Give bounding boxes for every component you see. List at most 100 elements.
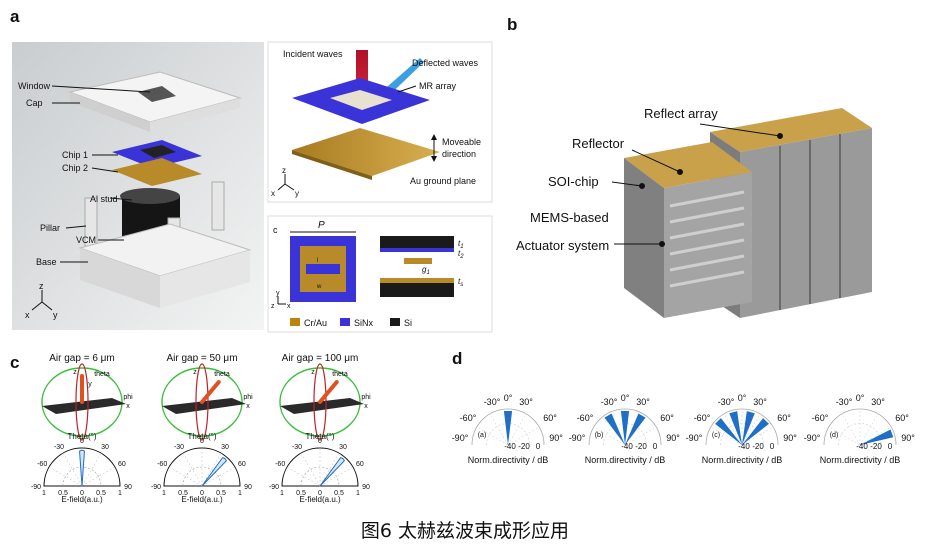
label-mr-array: MR array	[419, 81, 457, 91]
axis-z-c3: z	[311, 369, 315, 376]
beam-lobe	[715, 418, 742, 445]
polar-radial-tick: 1	[118, 490, 122, 497]
figure-caption: 图6 太赫兹波束成形应用	[360, 520, 570, 542]
axis-z2: z	[282, 166, 286, 175]
polar-angle-tick: -30	[174, 444, 184, 451]
dim-g1: g1	[422, 265, 430, 276]
label-chip1: Chip 1	[62, 150, 88, 160]
polar-angle-tick: 30	[101, 444, 109, 451]
polar-radial-tick: 0.5	[58, 490, 68, 497]
polar-radial-tick: 0	[318, 490, 322, 497]
e-plane-cut	[195, 363, 209, 441]
beam-lobe	[620, 411, 630, 445]
polar-spoke	[859, 426, 892, 446]
axis-z-c1: z	[73, 369, 77, 376]
polar-spoke	[624, 426, 657, 446]
label-reflector: Reflector	[572, 136, 625, 151]
axis-phi-c1: phi	[123, 394, 133, 401]
label-actuator: Actuator system	[516, 238, 609, 253]
polar-angle-tick: 0	[80, 438, 84, 445]
axis-phi-c3: phi	[361, 394, 371, 401]
polar-angle-tick: 60	[118, 461, 126, 468]
axis-x3: x	[287, 303, 291, 310]
directivity-angle-tick: 90°	[549, 433, 563, 443]
axis-x-c3: x	[364, 403, 368, 410]
polar-radial-tick: 1	[42, 490, 46, 497]
db-tick: -40	[504, 442, 516, 451]
label-window: Window	[18, 81, 51, 91]
panel-a-exploded-view: Window Cap Chip 1 Chip 2 Al stud Pillar …	[12, 42, 264, 330]
axis-x-c1: x	[126, 403, 130, 410]
polar-spoke	[476, 426, 509, 446]
axis-y: y	[53, 310, 58, 320]
db-tick: -40	[621, 442, 633, 451]
polar-radial-tick: 1	[280, 490, 284, 497]
directivity-angle-tick: 0°	[856, 393, 865, 403]
main-lobe	[318, 380, 339, 404]
theta-label-2: Theta(°)	[188, 432, 217, 441]
legend-craud: Cr/Au	[304, 318, 327, 328]
beam-lobe	[860, 429, 894, 445]
polar-angle-tick: 90	[244, 484, 252, 491]
label-ground: Au ground plane	[410, 176, 476, 186]
field-label-1: E-field(a.u.)	[61, 495, 103, 504]
directivity-angle-tick: 30°	[519, 397, 533, 407]
beam-lobe	[604, 413, 625, 445]
db-tick: 0	[653, 442, 658, 451]
beam-lobe	[742, 418, 769, 445]
axis-z: z	[39, 281, 44, 291]
polar-radial-tick: 0.5	[216, 490, 226, 497]
polar-angle-tick: 90	[362, 484, 370, 491]
polar-spoke	[841, 413, 861, 446]
polar-angle-tick: -30	[54, 444, 64, 451]
db-tick: -20	[752, 442, 764, 451]
polar-angle-tick: 0	[318, 438, 322, 445]
polar-angle-tick: -90	[269, 484, 279, 491]
subplot-label: (d)	[830, 432, 839, 439]
db-tick: -40	[738, 442, 750, 451]
field-title-3: Air gap = 100 μm	[282, 353, 359, 364]
polar-spoke	[507, 426, 540, 446]
axis-y3: y	[276, 290, 280, 297]
label-vcm: VCM	[76, 235, 96, 245]
directivity-axis-label: Norm.directivity / dB	[585, 455, 666, 465]
directivity-angle-tick: 90°	[666, 433, 680, 443]
legend-sinx: SiNx	[354, 318, 374, 328]
db-tick: -20	[518, 442, 530, 451]
panel-b-label: b	[507, 15, 517, 34]
label-pillar: Pillar	[40, 223, 60, 233]
directivity-angle-tick: 60°	[777, 413, 791, 423]
panel-a-reflect-schematic: Incident waves Deflected waves MR array …	[267, 41, 493, 203]
directivity-angle-tick: -90°	[452, 433, 469, 443]
directivity-angle-tick: -90°	[569, 433, 586, 443]
axis-theta-c1: theta	[94, 371, 110, 378]
directivity-angle-tick: 90°	[901, 433, 915, 443]
polar-radial-tick: 0	[80, 490, 84, 497]
beam-lobe	[625, 413, 646, 445]
polar-radial-tick: 1	[162, 490, 166, 497]
directivity-angle-tick: -60°	[812, 413, 829, 423]
polar-spoke	[507, 413, 527, 446]
directivity-angle-tick: 90°	[783, 433, 797, 443]
label-moveable: Moveable	[442, 137, 481, 147]
e-plane-cut	[313, 363, 327, 441]
directivity-angle-tick: -30°	[601, 397, 618, 407]
inset-unit-label: l	[317, 258, 318, 264]
axis-x2: x	[271, 189, 275, 198]
polar-arc	[823, 408, 897, 446]
directivity-angle-tick: 30°	[753, 397, 767, 407]
polar-angle-tick: -90	[31, 484, 41, 491]
inset-c-label: c	[273, 225, 278, 235]
directivity-angle-tick: 60°	[660, 413, 674, 423]
sphere-outline	[279, 367, 361, 437]
label-deflected: Deflected waves	[412, 58, 479, 68]
directivity-angle-tick: -60°	[577, 413, 594, 423]
field-title-2: Air gap = 50 μm	[166, 353, 237, 364]
beam-lobe	[729, 411, 742, 445]
polar-radial-tick: 0.5	[334, 490, 344, 497]
panel-d-label: d	[452, 349, 462, 368]
polar-angle-tick: -60	[275, 461, 285, 468]
